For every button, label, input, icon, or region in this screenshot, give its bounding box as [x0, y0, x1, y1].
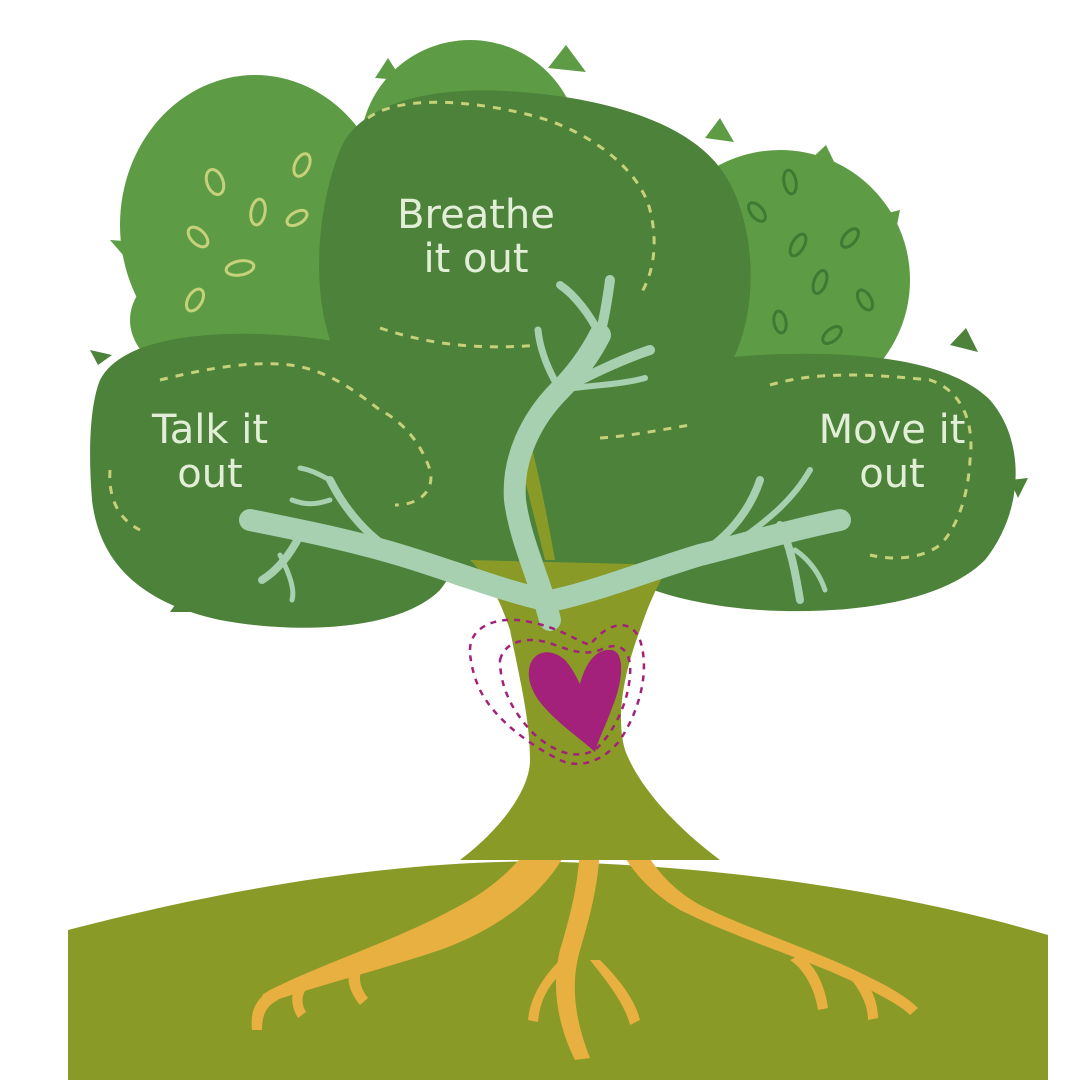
tree-branches	[239, 275, 851, 631]
label-talk-line1: Talk it	[151, 407, 269, 453]
label-talk-line2: out	[177, 451, 243, 497]
leaf-outlines-left	[184, 152, 312, 313]
label-move-line2: out	[859, 451, 925, 497]
label-talk: Talk it out	[120, 408, 300, 496]
label-move: Move it out	[792, 408, 992, 496]
heart-dashed-outline	[468, 618, 646, 766]
dashed-outlines	[108, 100, 973, 560]
label-move-line1: Move it	[818, 407, 966, 453]
foliage-bumps	[110, 45, 900, 255]
label-breathe: Breathe it out	[381, 193, 571, 281]
label-breathe-line2: it out	[423, 236, 529, 282]
foliage-right	[573, 353, 1016, 612]
leaf-outlines-right	[747, 168, 875, 345]
label-breathe-line1: Breathe	[397, 192, 555, 238]
heart-icon	[528, 649, 622, 752]
